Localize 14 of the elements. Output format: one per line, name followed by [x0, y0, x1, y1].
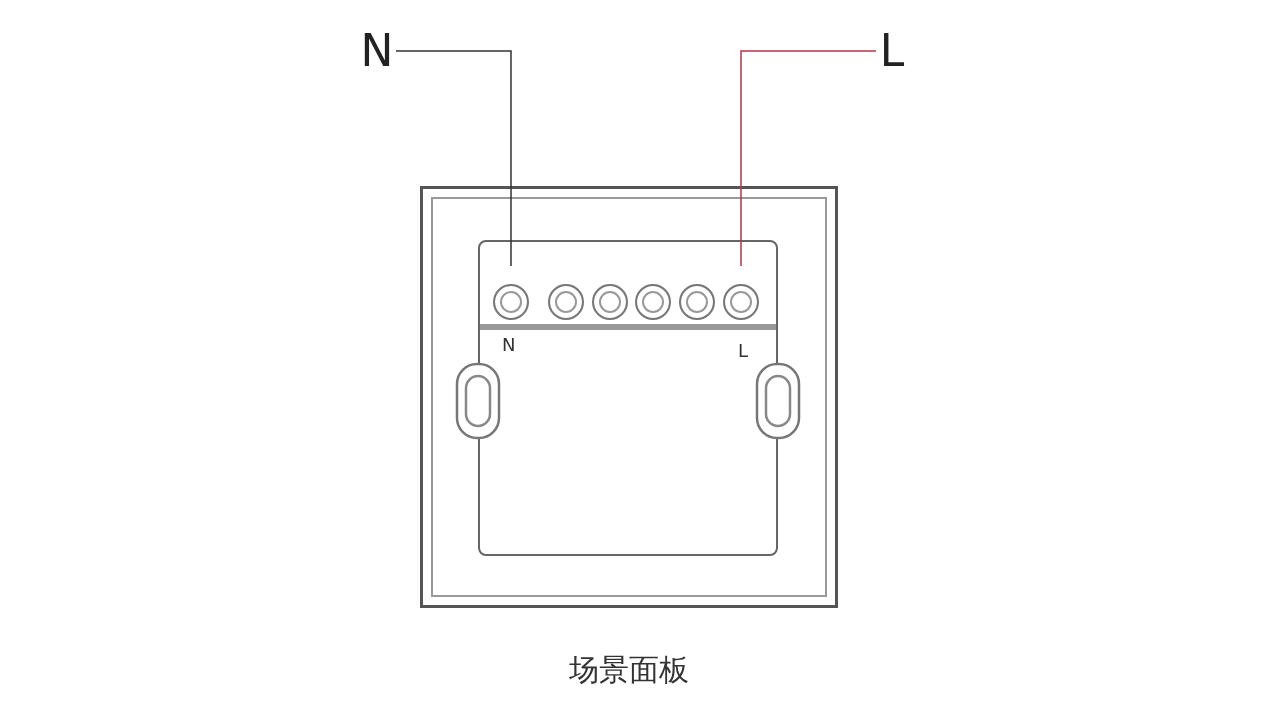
- node-label: 场景面板: [568, 651, 690, 689]
- terminal-screw: [679, 284, 715, 320]
- wire-label: N: [352, 26, 402, 76]
- terminal-screw: [493, 284, 529, 320]
- terminal-screw: [723, 284, 759, 320]
- terminal-label: N: [502, 334, 516, 355]
- wire-label: L: [870, 26, 914, 76]
- terminal-screw: [635, 284, 671, 320]
- terminal-label: L: [738, 340, 749, 361]
- terminal-block: [478, 240, 778, 556]
- wire: [740, 50, 877, 267]
- terminal-screw: [592, 284, 628, 320]
- wire: [395, 50, 512, 267]
- terminal-screw: [548, 284, 584, 320]
